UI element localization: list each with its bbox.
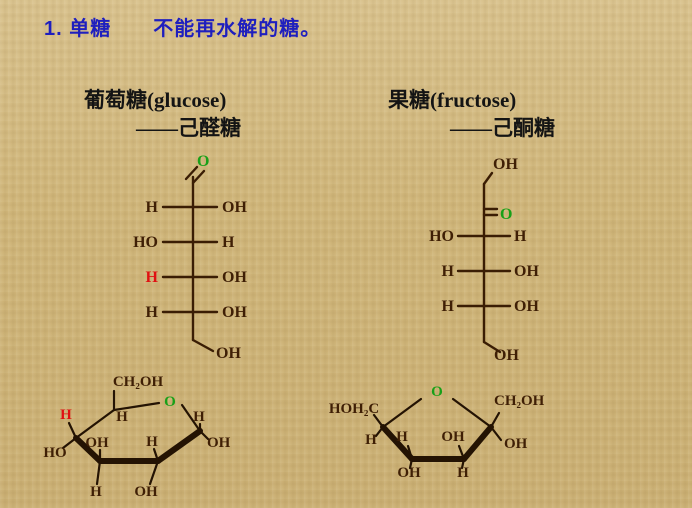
ring-front-edge — [155, 428, 203, 464]
substituent-label: OH — [222, 304, 247, 321]
terminal-bond — [482, 340, 502, 354]
substituent-label: H — [146, 199, 159, 216]
highlighted-h-label: H — [146, 269, 159, 286]
substituent-label: OH — [222, 199, 247, 216]
oh-label: OH — [85, 435, 109, 451]
h-label: H — [396, 429, 408, 445]
h-label: H — [193, 409, 205, 425]
substituent-label: OH — [222, 269, 247, 286]
keto-oxygen-label: O — [500, 206, 512, 223]
substituent-bond — [374, 425, 385, 438]
ho-label: HO — [43, 445, 66, 461]
terminal-bond — [482, 171, 494, 186]
ring-oxygen-label: O — [164, 394, 176, 410]
ch2oh-label: CH₂OH — [494, 393, 545, 409]
ring-front-edge — [73, 435, 103, 464]
substituent-bond — [152, 447, 160, 463]
ring-edge — [180, 403, 202, 433]
substituent-label: OH — [514, 298, 539, 315]
terminal-oh-label: OH — [493, 156, 518, 173]
substituent-bond — [67, 421, 78, 440]
aldehyde-oxygen-label: O — [197, 153, 209, 170]
fructose-haworth-structure: O HOH₂C CH₂OH H H OH OH OH H — [329, 384, 545, 481]
glucose-subtitle: ——己醛糖 — [136, 116, 241, 140]
substituent-bond — [460, 457, 466, 470]
substituent-bond — [457, 444, 466, 461]
substituent-label: H — [146, 304, 159, 321]
substituent-bond — [406, 444, 414, 461]
substituent-bond — [198, 429, 210, 441]
substituent-label: H — [442, 263, 455, 280]
substituent-label: HO — [133, 234, 158, 251]
substituent-label: H — [514, 228, 527, 245]
slide-title: 1. 单糖 不能再水解的糖。 — [44, 18, 322, 40]
fructose-heading: 果糖(fructose) — [388, 88, 517, 112]
substituent-label: H — [442, 298, 455, 315]
oh-label: OH — [134, 484, 158, 500]
oh-label: OH — [504, 436, 528, 452]
fructose-subtitle: ——己酮糖 — [450, 116, 555, 140]
double-bond — [184, 165, 199, 181]
fructose-fischer-structure: OH O HO H H OH H OH OH — [429, 156, 539, 364]
substituent-bond — [489, 411, 501, 429]
ring-edge — [74, 408, 116, 440]
h-label: H — [457, 465, 469, 481]
ch2oh-label: CH₂OH — [113, 374, 164, 390]
substituent-bond — [61, 436, 78, 450]
terminal-oh-label: OH — [216, 345, 241, 362]
ring-edge — [381, 397, 423, 429]
terminal-oh-label: OH — [494, 347, 519, 364]
h-label: H — [90, 484, 102, 500]
ring-edge — [451, 397, 493, 429]
h-label: H — [116, 409, 128, 425]
ring-front-edge — [461, 424, 494, 462]
substituent-bond — [95, 459, 102, 486]
glucose-heading: 葡萄糖(glucose) — [84, 88, 227, 112]
hoh2c-label: HOH₂C — [329, 401, 379, 417]
double-bond — [191, 169, 206, 185]
substituent-bond — [408, 457, 414, 470]
oh-label: OH — [441, 429, 465, 445]
h-label: H — [365, 432, 377, 448]
highlighted-h-label: H — [60, 407, 72, 423]
ring-front-edge — [380, 424, 415, 462]
substituent-bond — [372, 413, 385, 429]
substituent-bond — [489, 425, 503, 442]
ring-edge — [112, 401, 161, 412]
substituent-label: H — [222, 234, 235, 251]
ring-oxygen-label: O — [431, 384, 443, 400]
oh-label: OH — [397, 465, 421, 481]
substituent-label: HO — [429, 228, 454, 245]
oh-label: OH — [207, 435, 231, 451]
terminal-bond — [191, 338, 215, 353]
substituent-label: OH — [514, 263, 539, 280]
glucose-haworth-structure: CH₂OH H O H H OH HO OH H H OH — [43, 374, 230, 500]
substituent-bond — [148, 459, 160, 486]
h-label: H — [146, 434, 158, 450]
glucose-fischer-structure: O H OH HO H H OH H OH OH — [133, 153, 247, 362]
